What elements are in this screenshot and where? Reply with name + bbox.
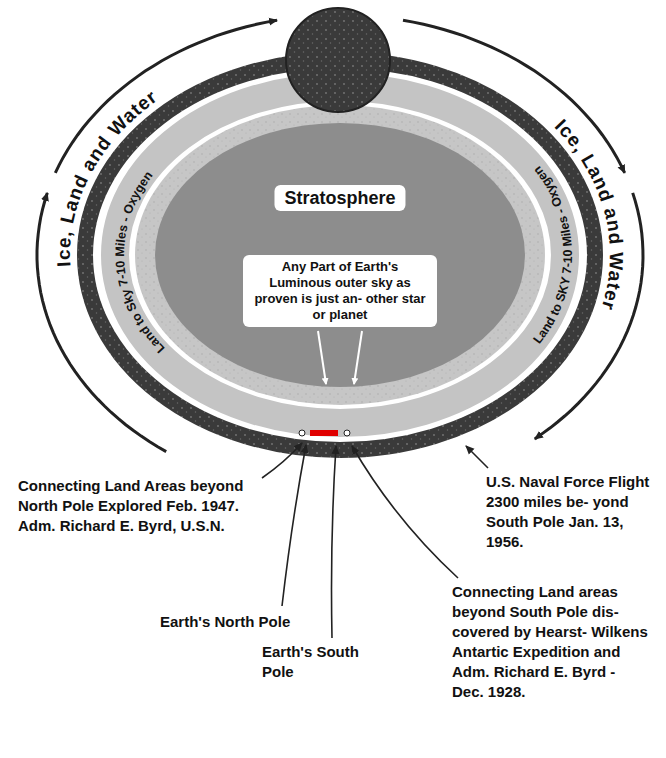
leader-line <box>282 445 306 606</box>
central-globe <box>286 8 390 112</box>
callout-note: U.S. Naval Force Flight 2300 miles be- y… <box>486 472 656 552</box>
stratosphere-fill <box>155 123 525 387</box>
callout-note: Connecting Land Areas beyond North Pole … <box>18 476 256 536</box>
leader-line <box>262 443 302 478</box>
region-title: Stratosphere <box>274 185 405 211</box>
pointer-arrow <box>354 331 362 384</box>
callout-note: Earth's North Pole <box>160 612 310 632</box>
pole-dot <box>344 430 350 436</box>
band-label: Land to SKY 7-10 Miles - Oxygen <box>530 164 575 347</box>
callout-note: Connecting Land areas beyond South Pole … <box>452 582 648 702</box>
leader-line <box>332 446 337 638</box>
leader-line <box>466 446 488 468</box>
atmosphere-band <box>115 87 565 423</box>
callout-note: Earth's South Pole <box>262 642 392 682</box>
region-note: Any Part of Earth's Luminous outer sky a… <box>243 255 437 327</box>
crust-band <box>85 60 595 450</box>
stratosphere-disc: StratosphereAny Part of Earth's Luminous… <box>155 123 525 387</box>
pole-dot <box>299 430 305 436</box>
luminous-sky <box>135 105 545 405</box>
band-label: Land to SKY 7-10 Miles - Oxygen <box>530 164 575 347</box>
leader-line <box>352 446 458 578</box>
pointer-arrow <box>318 331 326 384</box>
pole-marker <box>310 430 338 436</box>
